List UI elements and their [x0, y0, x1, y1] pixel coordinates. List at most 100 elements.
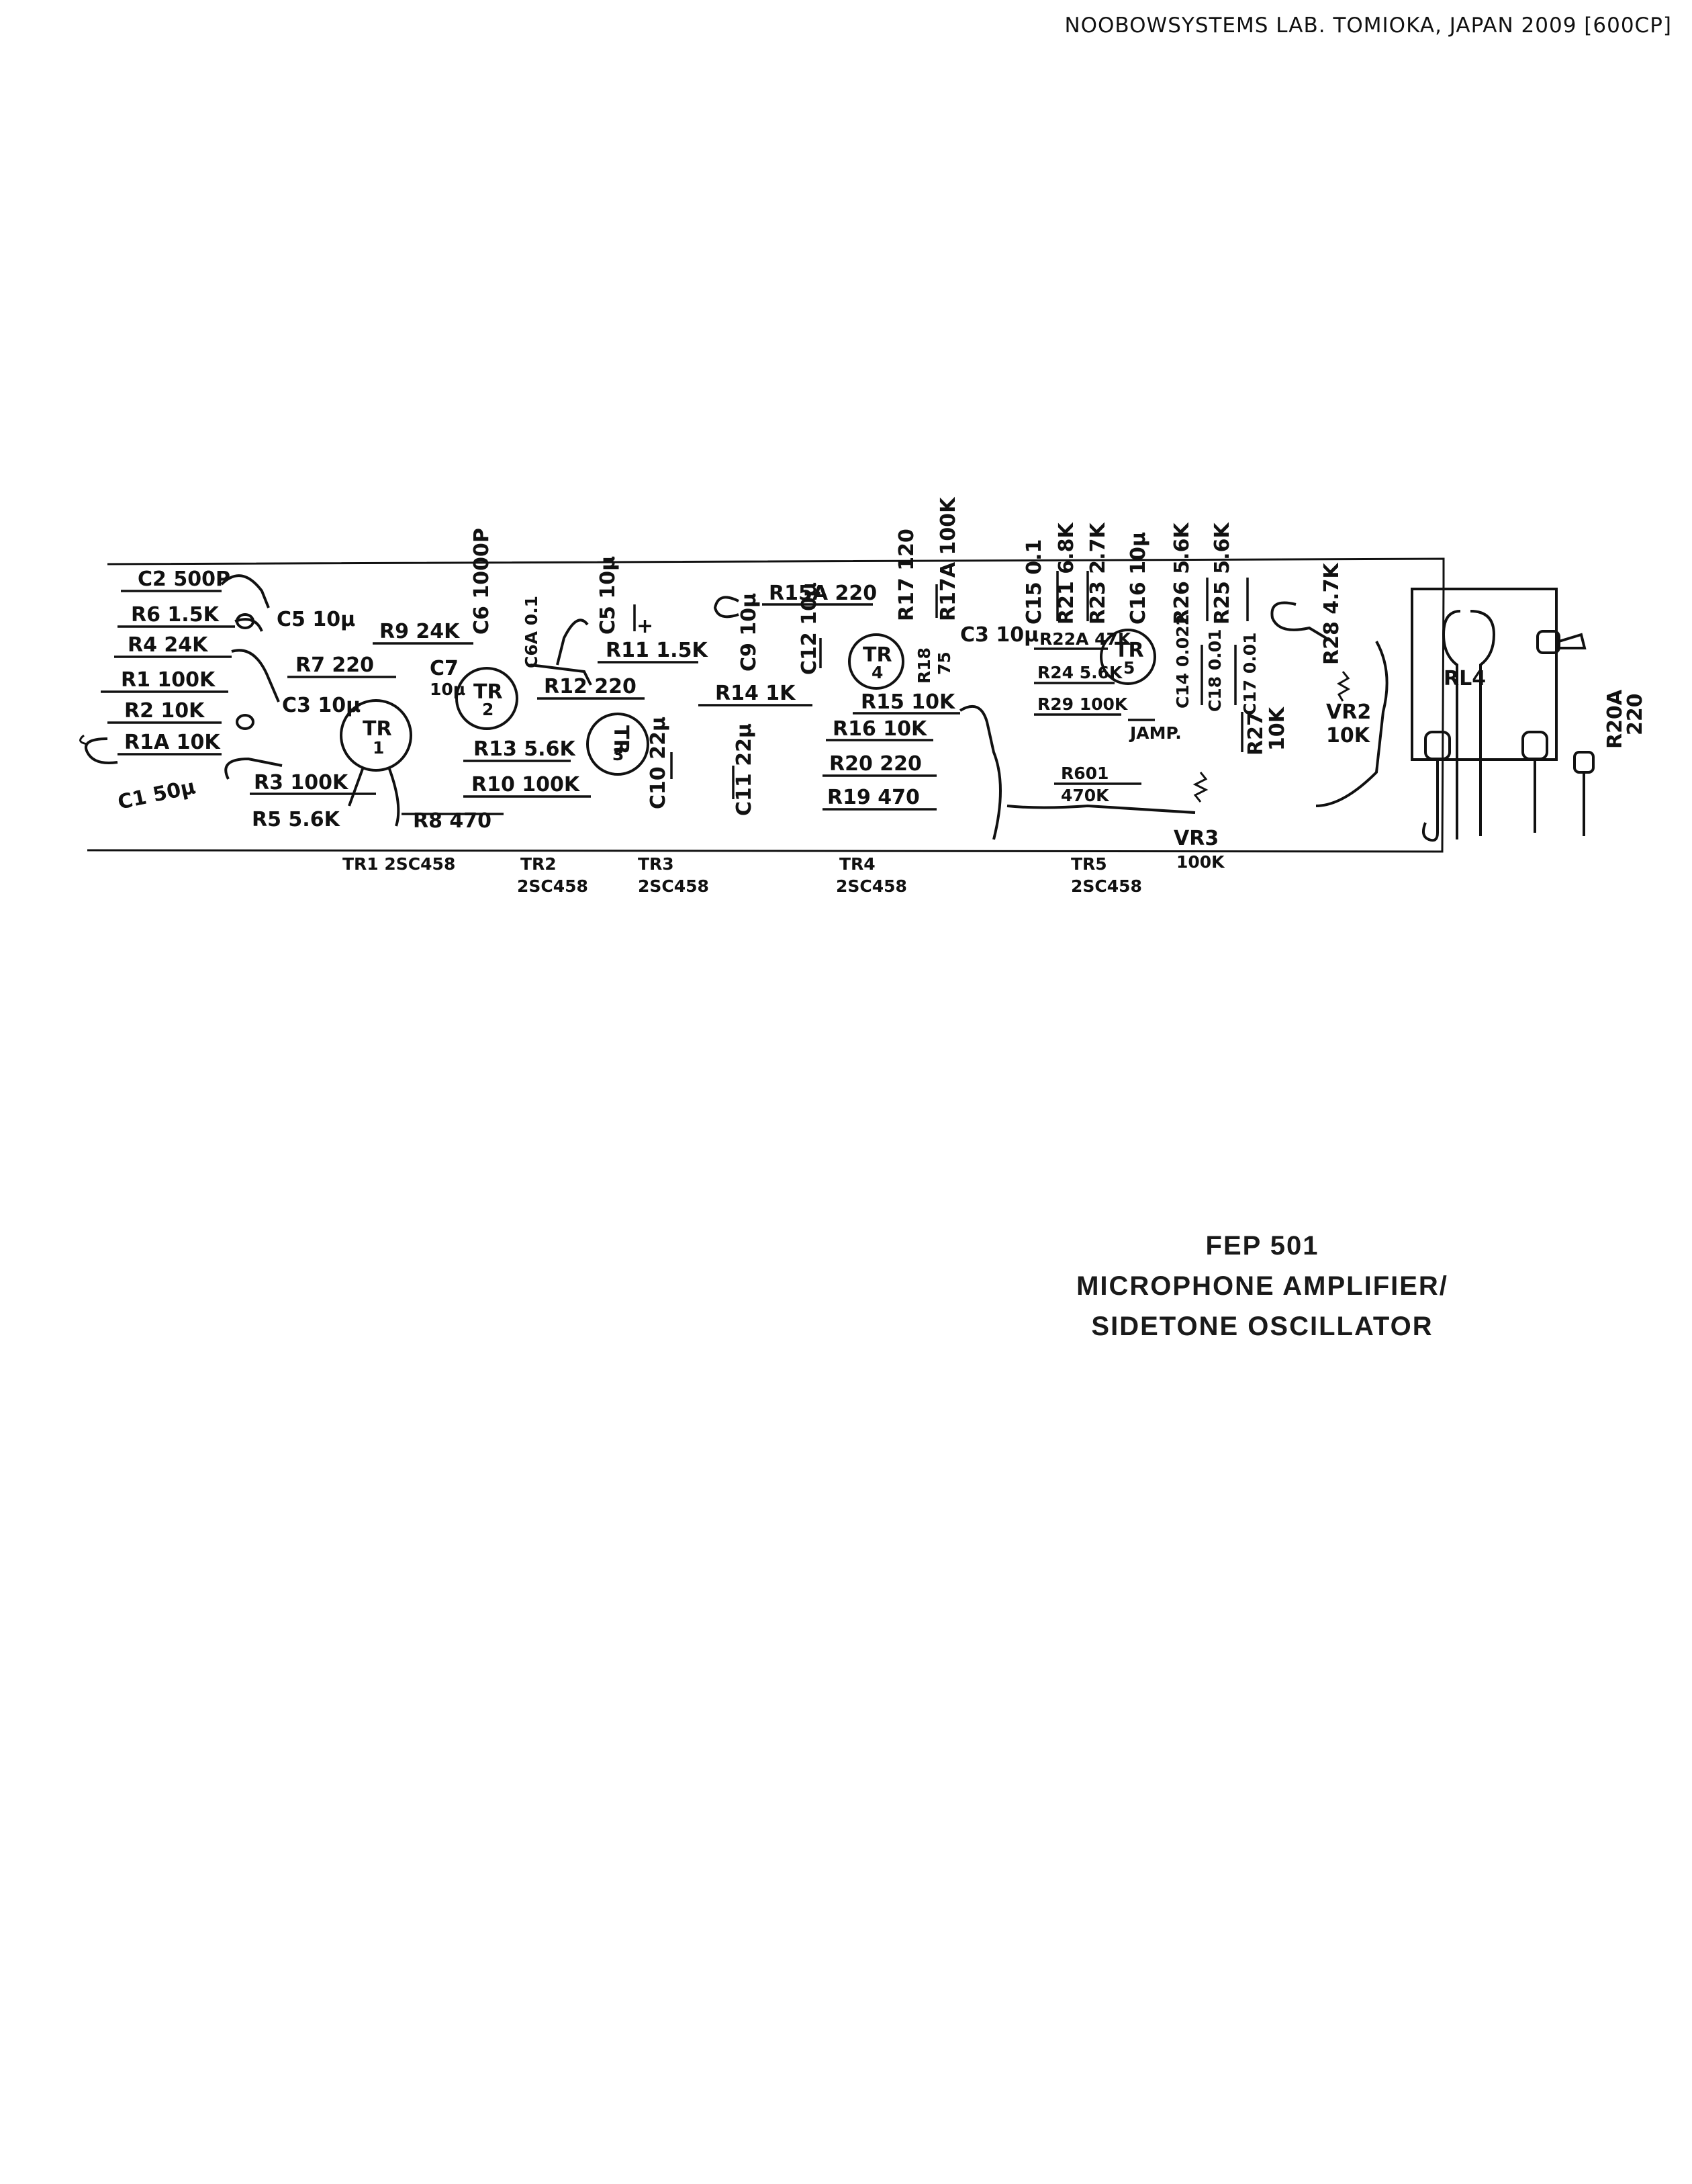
tr2-body	[455, 667, 518, 730]
transistor-tr2: TR 2 C7 10µ R12 220 R13 5.6K R10 100K TR…	[430, 657, 645, 896]
transistor-tr1: TR 1 TR1 2SC458	[340, 699, 455, 874]
label-c15: C15 0.1	[1023, 539, 1046, 625]
label-r601: R601	[1061, 764, 1109, 783]
label-r15a: R15A 220	[769, 582, 877, 605]
tr5-label: TR	[1115, 639, 1144, 662]
label-c7-value: 10µ	[430, 680, 465, 699]
label-r20a-value: 220	[1624, 693, 1647, 735]
label-c14: C14 0.022	[1173, 614, 1192, 709]
label-r17: R17 120	[895, 529, 919, 621]
label-r18-value: 75	[935, 651, 954, 675]
label-r12: R12 220	[544, 675, 637, 698]
label-vr2: VR2	[1326, 700, 1371, 724]
label-r16: R16 10K	[833, 717, 928, 741]
label-c9: C9 10µ	[737, 593, 761, 672]
tr2-number: 2	[482, 700, 493, 719]
label-r10: R10 100K	[471, 773, 581, 797]
label-r1a: R1A 10K	[124, 731, 221, 754]
caps-mid-left: C6 1000P C6A 0.1 C5 10µ +	[470, 528, 653, 686]
label-r19: R19 470	[827, 786, 920, 809]
page-header: NOOBOWSYSTEMS LAB. TOMIOKA, JAPAN 2009 […	[1064, 13, 1672, 38]
tr1-label: TR	[363, 717, 392, 741]
label-c1: C1 50µ	[115, 775, 197, 815]
label-r7: R7 220	[295, 653, 374, 677]
label-r6: R6 1.5K	[131, 603, 220, 627]
tr3-type: 2SC458	[638, 876, 709, 896]
tr2-part: TR2	[520, 854, 557, 874]
label-c5b: C5 10µ	[596, 556, 620, 635]
tr4-number: 4	[872, 663, 883, 682]
label-r23: R23 2.7K	[1086, 522, 1110, 625]
label-r15: R15 10K	[861, 690, 956, 714]
middle-section: C9 10µ R15A 220 R14 1K C11 22µ C12 10µ	[698, 582, 877, 816]
label-r11: R11 1.5K	[606, 639, 708, 662]
board-outline	[79, 557, 1445, 853]
tr4-part: TR4	[839, 854, 876, 874]
tr4-body	[848, 633, 904, 690]
tr4-label: TR	[863, 643, 892, 667]
label-c16: C16 10µ	[1127, 532, 1150, 625]
tr3-part: TR3	[638, 854, 674, 874]
label-r29: R29 100K	[1037, 694, 1129, 714]
label-r27: R27	[1244, 712, 1268, 756]
title-block: FEP 501 MICROPHONE AMPLIFIER/ SIDETONE O…	[1047, 1226, 1477, 1347]
transistor-tr5: C15 0.1 R21 6.8K R23 2.7K C16 10µ R22A 4…	[1023, 522, 1182, 896]
label-r21: R21 6.8K	[1055, 522, 1078, 625]
label-c7: C7	[430, 657, 459, 680]
label-c18: C18 0.01	[1205, 629, 1225, 712]
tr2-type: 2SC458	[517, 876, 588, 896]
tr1-part: TR1 2SC458	[342, 854, 455, 874]
transistor-tr4: TR 4 R17 120 R17A 100K R18 75 R15 10K R1…	[822, 496, 1039, 896]
label-r24: R24 5.6K	[1037, 663, 1123, 682]
tr5-body	[1100, 629, 1156, 685]
tr4-type: 2SC458	[836, 876, 907, 896]
label-r13: R13 5.6K	[473, 737, 576, 761]
label-jamp: JAMP.	[1129, 723, 1182, 743]
label-c17: C17 0.01	[1240, 632, 1260, 715]
label-r1: R1 100K	[121, 668, 216, 692]
label-r3: R3 100K	[254, 771, 349, 794]
label-c10: C10 22µ	[647, 717, 670, 809]
label-r18: R18	[914, 647, 934, 684]
label-r26: R26 5.6K	[1170, 522, 1194, 625]
transistor-tr3: TR 3 R11 1.5K C10 22µ TR3 2SC458	[586, 639, 709, 896]
label-r27-value: 10K	[1266, 706, 1289, 751]
label-c2: C2 500P	[138, 567, 230, 591]
rl4-body	[1411, 588, 1558, 761]
c5b-plus: +	[637, 615, 653, 638]
label-c6: C6 1000P	[470, 528, 493, 635]
label-r9: R9 24K	[379, 620, 461, 643]
label-vr2-value: 10K	[1326, 724, 1371, 747]
label-r28: R28 4.7K	[1320, 562, 1344, 665]
model-number: FEP 501	[1205, 1231, 1319, 1261]
label-r4: R4 24K	[128, 633, 209, 657]
tr5-type: 2SC458	[1071, 876, 1142, 896]
tr5-part: TR5	[1071, 854, 1107, 874]
label-c3b: C3 10µ	[960, 623, 1039, 647]
title-line-2: SIDETONE OSCILLATOR	[1091, 1312, 1433, 1341]
label-r2: R2 10K	[124, 699, 205, 723]
tr3-label: TR	[609, 725, 632, 755]
label-c6a: C6A 0.1	[522, 596, 541, 668]
label-c12: C12 10µ	[798, 582, 821, 675]
tr2-label: TR	[473, 680, 503, 704]
label-c5a: C5 10µ	[277, 608, 355, 631]
label-r14: R14 1K	[715, 682, 796, 705]
label-rl4: RL4	[1444, 667, 1486, 690]
tr3-number: 3	[612, 745, 624, 764]
label-r25: R25 5.6K	[1211, 522, 1234, 625]
title-line-1: MICROPHONE AMPLIFIER/	[1076, 1271, 1448, 1301]
label-vr3: VR3	[1174, 827, 1219, 850]
tr1-number: 1	[373, 738, 384, 758]
tr3-body	[586, 713, 649, 776]
input-section: C2 500P R6 1.5K R4 24K R1 100K R2 10K R1…	[85, 567, 504, 833]
tr1-body	[340, 699, 412, 772]
label-r20a: R20A	[1603, 689, 1627, 749]
label-r20: R20 220	[829, 752, 922, 776]
label-r5: R5 5.6K	[252, 808, 341, 831]
label-r601-value: 470K	[1061, 786, 1110, 805]
right-section: R26 5.6K R25 5.6K C14 0.022 C18 0.01 C17…	[1006, 522, 1389, 872]
label-c11: C11 22µ	[733, 723, 756, 816]
label-vr3-value: 100K	[1176, 852, 1225, 872]
